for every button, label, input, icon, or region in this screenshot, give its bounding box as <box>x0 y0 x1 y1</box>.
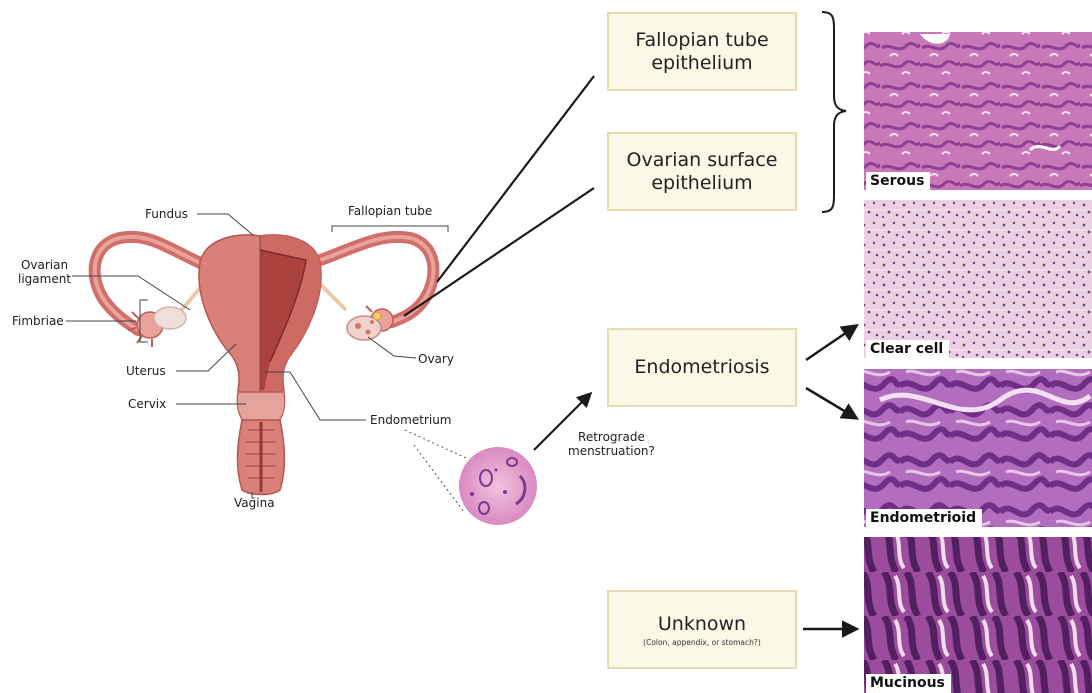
ovarian-surface-epithelium-box: Ovarian surface epithelium <box>607 132 797 211</box>
mucinous-histology <box>864 537 1092 693</box>
serous-brace <box>822 12 846 212</box>
cervix-label: Cervix <box>128 397 166 411</box>
endometriosis-label: Endometriosis <box>634 356 769 379</box>
clear-cell-label: Clear cell <box>866 340 949 359</box>
mucinous-label: Mucinous <box>866 674 951 693</box>
unknown-box: Unknown (Colon, appendix, or stomach?) <box>607 590 797 669</box>
clear-cell-histology <box>864 200 1092 358</box>
left-ovary <box>154 307 186 329</box>
fimbriae-label: Fimbriae <box>12 314 64 328</box>
ovarian-surface-epithelium-label: Ovarian surface epithelium <box>627 149 778 195</box>
fallopian-tube-label: Fallopian tube <box>348 204 432 218</box>
ovarian-ligament-label: Ovarian ligament <box>18 258 71 286</box>
endometrioid-label: Endometrioid <box>866 509 982 528</box>
fundus-label: Fundus <box>145 207 188 221</box>
unknown-note: (Colon, appendix, or stomach?) <box>643 638 761 647</box>
unknown-label: Unknown <box>658 613 746 636</box>
serous-histology <box>864 32 1092 190</box>
fallopian-tube-epithelium-box: Fallopian tube epithelium <box>607 12 797 91</box>
retrograde-menstruation-label: Retrograde menstruation? <box>568 430 655 458</box>
endometrium-label: Endometrium <box>370 413 452 427</box>
endometrium-micro-view <box>405 430 538 526</box>
fallopian-tube-epithelium-label: Fallopian tube epithelium <box>635 29 768 75</box>
cervix <box>237 392 285 420</box>
histology-panels <box>864 32 1092 693</box>
endometrioid-histology <box>864 369 1092 527</box>
right-ovary <box>347 312 381 340</box>
endometriosis-box: Endometriosis <box>607 328 797 407</box>
uterus-label: Uterus <box>126 364 166 378</box>
vagina-label: Vagina <box>234 496 275 510</box>
serous-label: Serous <box>866 172 930 191</box>
ovary-label: Ovary <box>418 352 454 366</box>
